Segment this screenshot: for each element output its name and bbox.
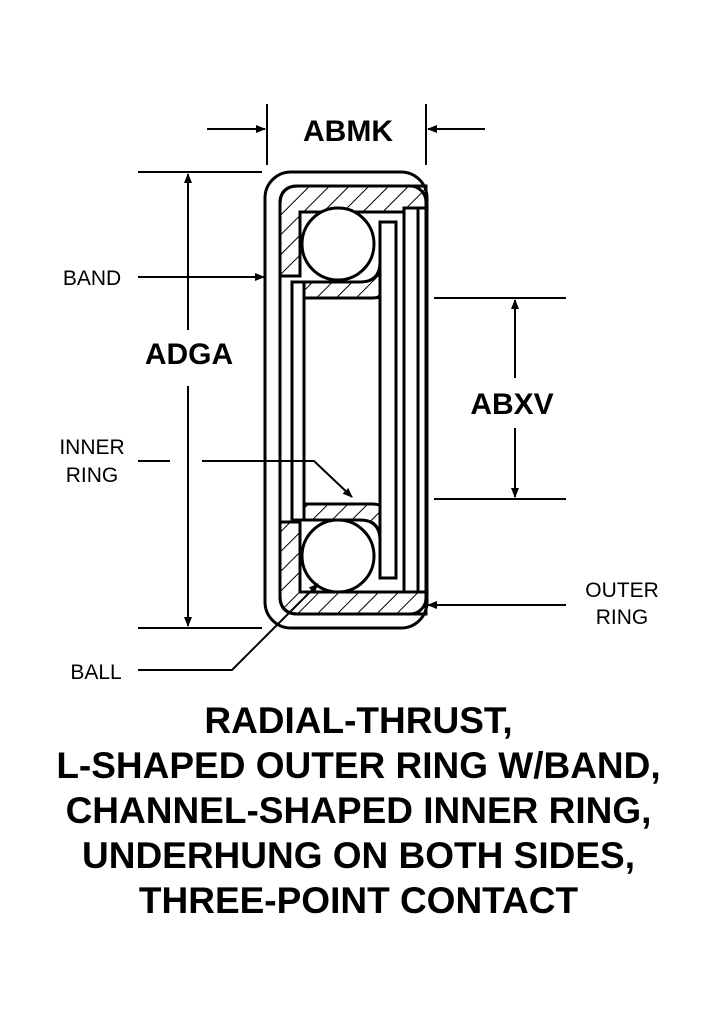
outer-ring (278, 184, 428, 616)
abmk-label: ABMK (303, 115, 393, 148)
adga-label: ADGA (145, 338, 233, 371)
abxv-dimension (434, 297, 566, 500)
inner-ring-label-line2: RING (66, 464, 119, 487)
abxv-label: ABXV (470, 388, 553, 421)
outer-ring-label-line2: RING (596, 606, 649, 629)
inner-ring (290, 220, 398, 580)
band-label: BAND (63, 267, 121, 290)
ball-leader (138, 583, 319, 671)
bearing-diagram: ABMK ADGA ABXV BAND INNER RING OUTER RIN… (59, 104, 659, 684)
caption-line-1: RADIAL-THRUST, (204, 700, 513, 741)
diagram-caption: RADIAL-THRUST, L-SHAPED OUTER RING W/BAN… (0, 698, 717, 923)
caption-line-5: THREE-POINT CONTACT (138, 880, 579, 921)
ball-bottom (300, 518, 376, 594)
inner-ring-leader (138, 460, 353, 498)
ball-top (300, 206, 376, 282)
caption-line-3: CHANNEL-SHAPED INNER RING, (65, 790, 652, 831)
caption-line-2: L-SHAPED OUTER RING W/BAND, (56, 745, 661, 786)
caption-line-4: UNDERHUNG ON BOTH SIDES, (82, 835, 635, 876)
adga-dimension (138, 171, 262, 629)
outer-ring-label-line1: OUTER (585, 579, 659, 602)
abmk-dimension (207, 104, 485, 165)
inner-ring-label-line1: INNER (59, 436, 124, 459)
ball-label: BALL (70, 661, 121, 684)
